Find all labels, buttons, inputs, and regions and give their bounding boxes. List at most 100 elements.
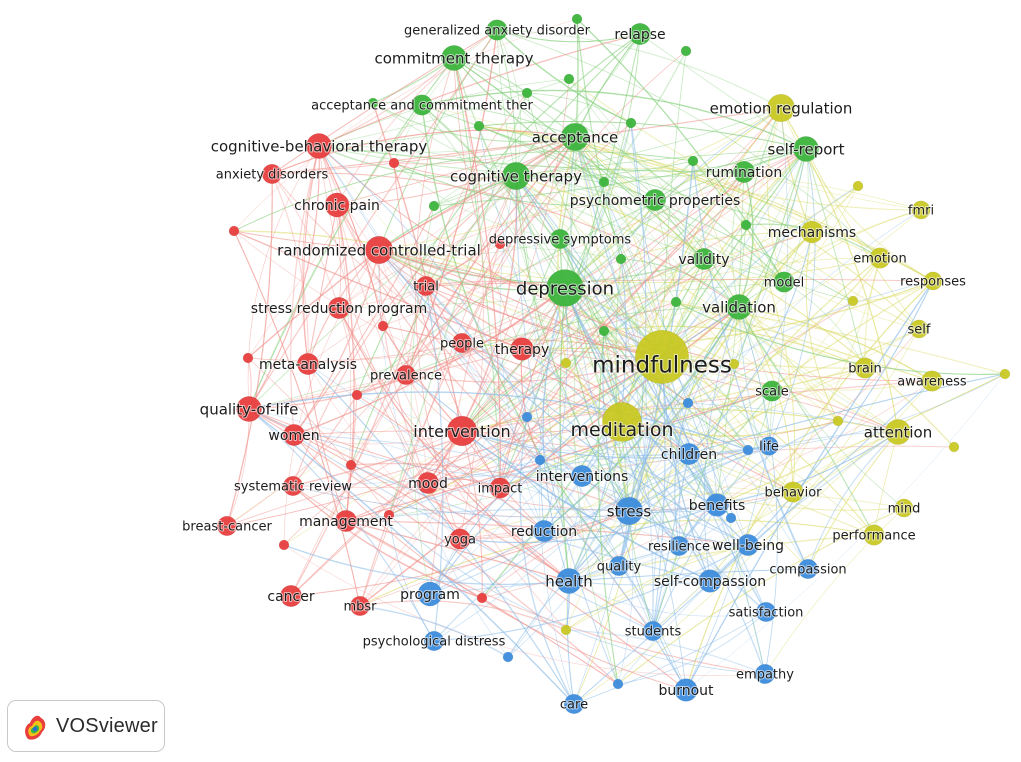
label-self-compassion[interactable]: self-compassion bbox=[653, 573, 767, 591]
label-brain[interactable]: brain bbox=[847, 361, 882, 378]
node-acceptance-and-commitment-ther[interactable] bbox=[411, 94, 433, 116]
keyword-dot[interactable] bbox=[682, 397, 694, 409]
node-self-compassion[interactable] bbox=[698, 569, 722, 593]
label-rumination[interactable]: rumination bbox=[705, 164, 783, 182]
label-mood[interactable]: mood bbox=[407, 475, 449, 493]
label-resilience[interactable]: resilience bbox=[647, 539, 711, 556]
label-cognitive-behavioral-therapy[interactable]: cognitive-behavioral therapy bbox=[210, 136, 429, 156]
label-cognitive-therapy[interactable]: cognitive therapy bbox=[449, 166, 583, 186]
keyword-dot[interactable] bbox=[388, 157, 400, 169]
label-psychological-distress[interactable]: psychological distress bbox=[362, 634, 507, 651]
node-validity[interactable] bbox=[692, 248, 715, 271]
node-psychological-distress[interactable] bbox=[423, 630, 445, 652]
node-interventions[interactable] bbox=[570, 464, 593, 487]
node-management[interactable] bbox=[334, 509, 357, 532]
node-behavior[interactable] bbox=[782, 481, 804, 503]
node-resilience[interactable] bbox=[668, 535, 690, 557]
label-prevalence[interactable]: prevalence bbox=[369, 368, 443, 385]
label-chronic-pain[interactable]: chronic pain bbox=[293, 197, 381, 215]
node-self[interactable] bbox=[909, 319, 929, 339]
label-fmri[interactable]: fmri bbox=[907, 203, 935, 220]
keyword-dot[interactable] bbox=[563, 73, 575, 85]
node-validation[interactable] bbox=[726, 294, 752, 320]
node-depression[interactable] bbox=[546, 269, 584, 307]
node-women[interactable] bbox=[282, 423, 305, 446]
label-model[interactable]: model bbox=[763, 275, 805, 292]
node-program[interactable] bbox=[417, 581, 443, 607]
label-self[interactable]: self bbox=[907, 322, 932, 339]
node-attention[interactable] bbox=[885, 419, 911, 445]
label-mbsr[interactable]: mbsr bbox=[342, 599, 378, 616]
label-empathy[interactable]: empathy bbox=[735, 667, 795, 684]
label-meta-analysis[interactable]: meta-analysis bbox=[258, 356, 358, 374]
keyword-dot[interactable] bbox=[847, 295, 859, 307]
label-commitment-therapy[interactable]: commitment therapy bbox=[373, 48, 534, 68]
keyword-dot[interactable] bbox=[521, 87, 533, 99]
node-commitment-therapy[interactable] bbox=[441, 45, 467, 71]
keyword-dot[interactable] bbox=[680, 45, 692, 57]
label-burnout[interactable]: burnout bbox=[657, 682, 715, 700]
node-mechanisms[interactable] bbox=[800, 220, 824, 244]
keyword-dot[interactable] bbox=[476, 592, 488, 604]
label-psychometric-properties[interactable]: psychometric properties bbox=[569, 192, 742, 210]
node-health[interactable] bbox=[556, 568, 582, 594]
keyword-dot[interactable] bbox=[740, 219, 752, 231]
label-generalized-anxiety-disorder[interactable]: generalized anxiety disorder bbox=[403, 23, 592, 40]
label-therapy[interactable]: therapy bbox=[494, 341, 550, 359]
label-reduction[interactable]: reduction bbox=[510, 523, 578, 541]
label-breast-cancer[interactable]: breast-cancer bbox=[181, 519, 273, 536]
node-stress[interactable] bbox=[614, 496, 644, 526]
keyword-dot[interactable] bbox=[742, 444, 754, 456]
node-randomized-controlled-trial[interactable] bbox=[364, 235, 394, 265]
node-generalized-anxiety-disorder[interactable] bbox=[486, 19, 508, 41]
node-self-report[interactable] bbox=[793, 136, 819, 162]
node-mind[interactable] bbox=[894, 498, 914, 518]
label-meditation[interactable]: meditation bbox=[569, 418, 674, 442]
node-impact[interactable] bbox=[489, 477, 511, 499]
label-validation[interactable]: validation bbox=[701, 297, 777, 317]
label-mind[interactable]: mind bbox=[887, 501, 922, 518]
node-chronic-pain[interactable] bbox=[324, 192, 350, 218]
label-health[interactable]: health bbox=[544, 571, 593, 591]
node-breast-cancer[interactable] bbox=[216, 515, 238, 537]
node-meditation[interactable] bbox=[602, 402, 642, 442]
node-well-being[interactable] bbox=[736, 533, 759, 556]
keyword-dot[interactable] bbox=[832, 415, 844, 427]
label-compassion[interactable]: compassion bbox=[768, 562, 847, 579]
keyword-dot[interactable] bbox=[428, 200, 440, 212]
keyword-dot[interactable] bbox=[242, 352, 254, 364]
node-relapse[interactable] bbox=[628, 22, 651, 45]
label-intervention[interactable]: intervention bbox=[412, 421, 511, 442]
node-satisfaction[interactable] bbox=[755, 601, 777, 623]
keyword-dot[interactable] bbox=[625, 117, 637, 129]
node-emotion[interactable] bbox=[869, 247, 891, 269]
node-meta-analysis[interactable] bbox=[296, 352, 319, 375]
keyword-dot[interactable] bbox=[473, 120, 485, 132]
label-women[interactable]: women bbox=[267, 427, 320, 445]
label-satisfaction[interactable]: satisfaction bbox=[728, 605, 805, 622]
node-care[interactable] bbox=[563, 693, 585, 715]
node-scale[interactable] bbox=[761, 380, 783, 402]
label-students[interactable]: students bbox=[624, 624, 683, 641]
node-brain[interactable] bbox=[854, 357, 876, 379]
node-responses[interactable] bbox=[923, 271, 943, 291]
label-relapse[interactable]: relapse bbox=[613, 26, 666, 44]
node-intervention[interactable] bbox=[446, 415, 478, 447]
node-prevalence[interactable] bbox=[395, 364, 417, 386]
node-life[interactable] bbox=[759, 436, 779, 456]
label-yoga[interactable]: yoga bbox=[443, 532, 477, 549]
label-children[interactable]: children bbox=[660, 446, 718, 464]
node-fmri[interactable] bbox=[911, 200, 931, 220]
node-cognitive-therapy[interactable] bbox=[501, 161, 531, 191]
label-quality-of-life[interactable]: quality-of-life bbox=[199, 399, 300, 419]
node-systematic-review[interactable] bbox=[282, 475, 304, 497]
keyword-dot[interactable] bbox=[377, 320, 389, 332]
label-mindfulness[interactable]: mindfulness bbox=[591, 351, 733, 379]
node-model[interactable] bbox=[773, 271, 795, 293]
node-stress-reduction-program[interactable] bbox=[327, 296, 350, 319]
keyword-dot[interactable] bbox=[521, 411, 533, 423]
keyword-dot[interactable] bbox=[598, 176, 610, 188]
keyword-dot[interactable] bbox=[534, 454, 546, 466]
label-cancer[interactable]: cancer bbox=[266, 588, 315, 606]
label-systematic-review[interactable]: systematic review bbox=[233, 479, 353, 496]
